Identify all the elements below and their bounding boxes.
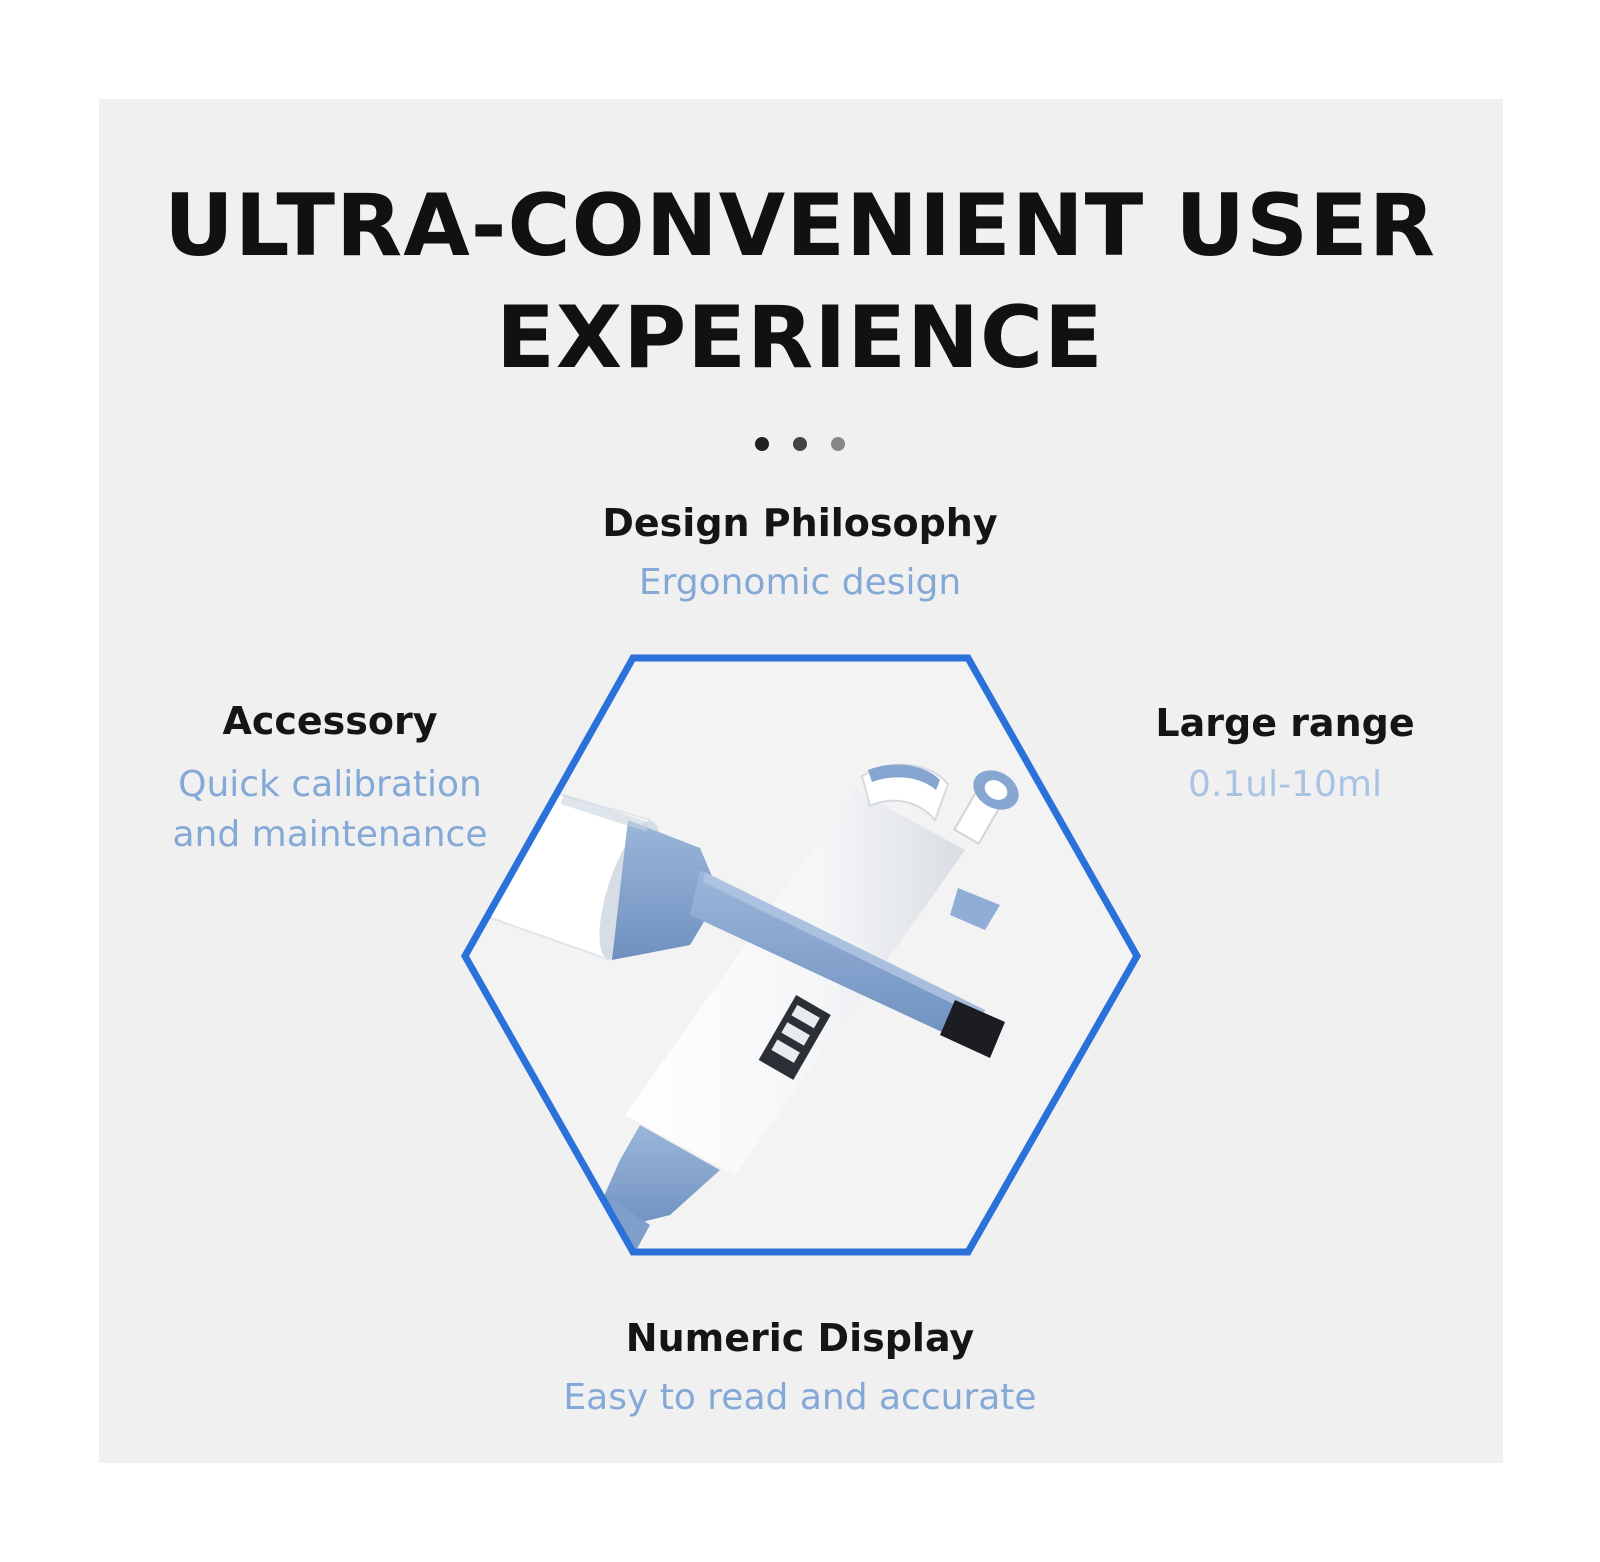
feature-design-philosophy: Design Philosophy Ergonomic design bbox=[500, 498, 1100, 608]
title-line-2: EXPERIENCE bbox=[496, 288, 1104, 388]
pagination-dot-2[interactable] bbox=[793, 437, 807, 451]
feature-description-line-2: and maintenance bbox=[172, 814, 488, 855]
feature-title: Design Philosophy bbox=[602, 501, 998, 545]
title-line-1: ULTRA-CONVENIENT USER bbox=[163, 176, 1437, 276]
feature-description: Easy to read and accurate bbox=[563, 1377, 1037, 1418]
feature-description: Ergonomic design bbox=[638, 562, 962, 603]
feature-description-line-1: Quick calibration bbox=[178, 764, 482, 805]
carousel-pagination bbox=[0, 437, 1600, 451]
feature-large-range: Large range 0.1ul-10ml bbox=[1100, 698, 1470, 810]
pagination-dot-3[interactable] bbox=[831, 437, 845, 451]
feature-title: Large range bbox=[1155, 701, 1415, 745]
feature-description: 0.1ul-10ml bbox=[1188, 764, 1382, 805]
pipette-primary bbox=[465, 758, 1005, 1058]
page-title: ULTRA-CONVENIENT USER EXPERIENCE bbox=[0, 170, 1600, 394]
hexagon-border bbox=[460, 654, 1142, 1256]
feature-accessory: Accessory Quick calibration and maintena… bbox=[150, 696, 510, 860]
feature-title: Numeric Display bbox=[625, 1316, 975, 1360]
feature-numeric-display: Numeric Display Easy to read and accurat… bbox=[450, 1313, 1150, 1423]
feature-title: Accessory bbox=[222, 699, 438, 743]
pipette-illustration bbox=[465, 658, 1137, 1252]
feature-description: Quick calibration and maintenance bbox=[150, 760, 510, 860]
pagination-dot-1[interactable] bbox=[755, 437, 769, 451]
